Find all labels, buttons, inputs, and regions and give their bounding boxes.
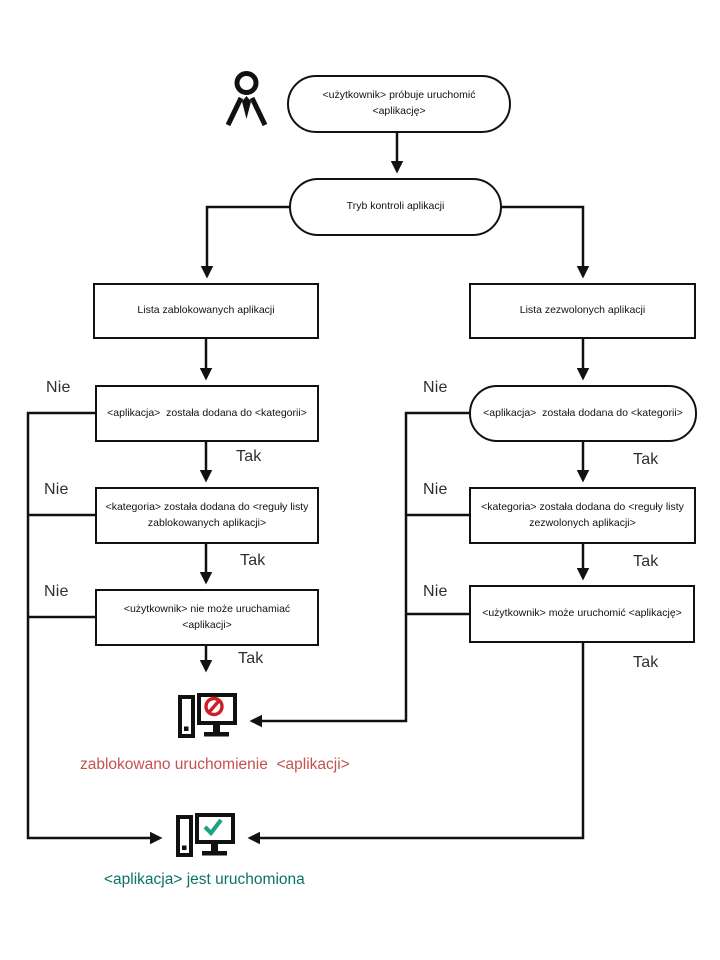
label-no-left-3: Nie [44, 583, 69, 600]
label-yes-right-3: Tak [633, 654, 659, 671]
label-no-left-2: Nie [44, 481, 69, 498]
connector-mode-to-blocked-list [200, 205, 291, 279]
node-app-added-to-category-right: <aplikacja> została dodana do <kategorii… [469, 385, 697, 442]
node-application-control-mode: Tryb kontroli aplikacji [289, 178, 502, 236]
label-yes-left-2: Tak [240, 552, 266, 569]
node-start: <użytkownik> próbuje uruchomić <aplikacj… [287, 75, 511, 133]
node-category-in-blocklist-rule: <kategoria> została dodana do <reguły li… [95, 487, 319, 544]
connector-mode-to-allowed-list [499, 205, 590, 279]
connector-right-tak-3-to-running-icon [247, 643, 585, 845]
label-no-right-1: Nie [423, 379, 448, 396]
computer-running-icon [174, 813, 236, 866]
node-user-can-run: <użytkownik> może uruchomić <aplikację> [469, 585, 695, 643]
label-no-right-2: Nie [423, 481, 448, 498]
connector-right-nie-merge [249, 411, 469, 728]
label-yes-left-3: Tak [238, 650, 264, 667]
node-category-in-allowlist-rule: <kategoria> została dodana do <reguły li… [469, 487, 696, 544]
result-blocked-text: zablokowano uruchomienie <aplikacji> [80, 756, 350, 773]
node-allowed-applications-list: Lista zezwolonych aplikacji [469, 283, 696, 339]
result-running-text: <aplikacja> jest uruchomiona [104, 871, 305, 888]
label-yes-left-1: Tak [236, 448, 262, 465]
user-with-tie-icon [221, 70, 272, 132]
label-no-right-3: Nie [423, 583, 448, 600]
node-user-cannot-run: <użytkownik> nie może uruchamiać <aplika… [95, 589, 319, 646]
label-no-left-1: Nie [46, 379, 71, 396]
node-blocked-applications-list: Lista zablokowanych aplikacji [93, 283, 319, 339]
connector-left-nie-merge [26, 411, 163, 845]
computer-blocked-icon [176, 692, 238, 747]
node-app-added-to-category-left: <aplikacja> została dodana do <kategorii… [95, 385, 319, 442]
label-yes-right-1: Tak [633, 451, 659, 468]
label-yes-right-2: Tak [633, 553, 659, 570]
